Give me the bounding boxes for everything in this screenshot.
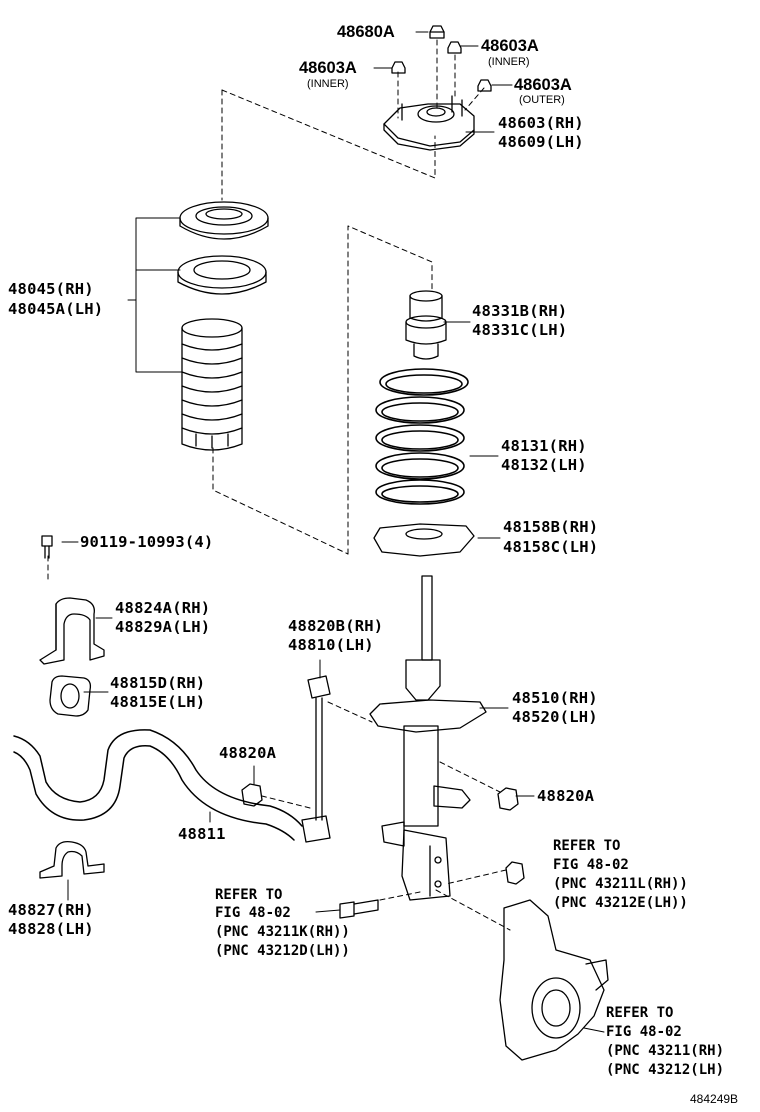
label-inner-right-note: (INNER) <box>488 56 530 68</box>
label-90119: 90119-10993(4) <box>80 533 214 551</box>
steering-knuckle <box>499 899 609 1061</box>
label-48603-rh: 48603(RH) <box>498 114 584 132</box>
label-48158C-lh: 48158C(LH) <box>503 538 599 556</box>
label-48603A-inner-right: 48603A <box>481 37 539 55</box>
nut-48603A-inner-right <box>447 41 462 54</box>
diagram-id: 484249B <box>690 1092 739 1106</box>
ref-knuckle-line-3: (PNC 43211(RH) <box>606 1043 725 1059</box>
coil-spring <box>375 368 469 505</box>
label-48158B-rh: 48158B(RH) <box>503 518 599 536</box>
label-48510-rh: 48510(RH) <box>512 689 598 707</box>
ref-nut-line-2: FIG 48-02 <box>553 857 629 873</box>
ref-nut-line-1: REFER TO <box>553 838 621 854</box>
nut-fig48-02 <box>505 861 525 885</box>
stabilizer-link <box>301 675 331 843</box>
ref-bolt-line-2: FIG 48-02 <box>215 905 291 921</box>
label-48820A-right: 48820A <box>537 787 595 805</box>
label-48045-rh: 48045(RH) <box>8 280 94 298</box>
shock-absorber <box>369 575 487 901</box>
label-inner-left-note: (INNER) <box>307 78 349 90</box>
nut-48820A-right <box>497 787 519 811</box>
label-48132-lh: 48132(LH) <box>501 456 587 474</box>
label-48824A-rh: 48824A(RH) <box>115 599 211 617</box>
bolt-fig48-02 <box>339 899 379 919</box>
label-48603A-outer: 48603A <box>514 76 572 94</box>
ref-bolt-line-4: (PNC 43212D(LH)) <box>215 943 350 959</box>
label-48827-rh: 48827(RH) <box>8 901 94 919</box>
nut-48603A-outer <box>477 79 492 92</box>
label-48815E-lh: 48815E(LH) <box>110 693 206 711</box>
ref-nut-line-4: (PNC 43212E(LH)) <box>553 895 688 911</box>
upper-support <box>383 95 475 151</box>
label-outer-note: (OUTER) <box>519 94 565 106</box>
nut-48603A-inner-left <box>391 61 406 74</box>
leader-lines <box>61 31 605 1033</box>
bearing-lower <box>177 255 267 295</box>
ref-bolt-line-3: (PNC 43211K(RH)) <box>215 924 350 940</box>
nut-48820A-left <box>241 783 263 807</box>
ref-nut-line-3: (PNC 43211L(RH)) <box>553 876 688 892</box>
label-48680A: 48680A <box>337 23 395 41</box>
label-48045A-lh: 48045A(LH) <box>8 300 104 318</box>
bolt-90119 <box>41 535 53 559</box>
label-48331C-lh: 48331C(LH) <box>472 321 568 339</box>
label-48331B-rh: 48331B(RH) <box>472 302 568 320</box>
ref-knuckle-line-1: REFER TO <box>606 1005 674 1021</box>
bracket-48827 <box>39 840 105 879</box>
bearing-upper <box>179 201 269 240</box>
label-48609-lh: 48609(LH) <box>498 133 584 151</box>
ref-bolt-line-1: REFER TO <box>215 887 283 903</box>
label-48131-rh: 48131(RH) <box>501 437 587 455</box>
ref-knuckle-line-2: FIG 48-02 <box>606 1024 682 1040</box>
label-48811: 48811 <box>178 825 226 843</box>
ref-knuckle-line-4: (PNC 43212(LH) <box>606 1062 725 1078</box>
label-48815D-rh: 48815D(RH) <box>110 674 206 692</box>
label-48603A-inner-left: 48603A <box>299 59 357 77</box>
label-48520-lh: 48520(LH) <box>512 708 598 726</box>
bracket-48824 <box>39 597 105 665</box>
bushing-48815 <box>49 675 92 717</box>
lower-insulator <box>373 523 475 557</box>
label-48810-lh: 48810(LH) <box>288 636 374 654</box>
bump-stopper <box>405 290 447 360</box>
dust-boot <box>181 318 243 451</box>
label-48820B-rh: 48820B(RH) <box>288 617 384 635</box>
label-48829A-lh: 48829A(LH) <box>115 618 211 636</box>
label-48828-lh: 48828(LH) <box>8 920 94 938</box>
nut-48680A <box>429 25 445 39</box>
stabilizer-bar <box>13 729 303 841</box>
label-48820A-left: 48820A <box>219 744 277 762</box>
